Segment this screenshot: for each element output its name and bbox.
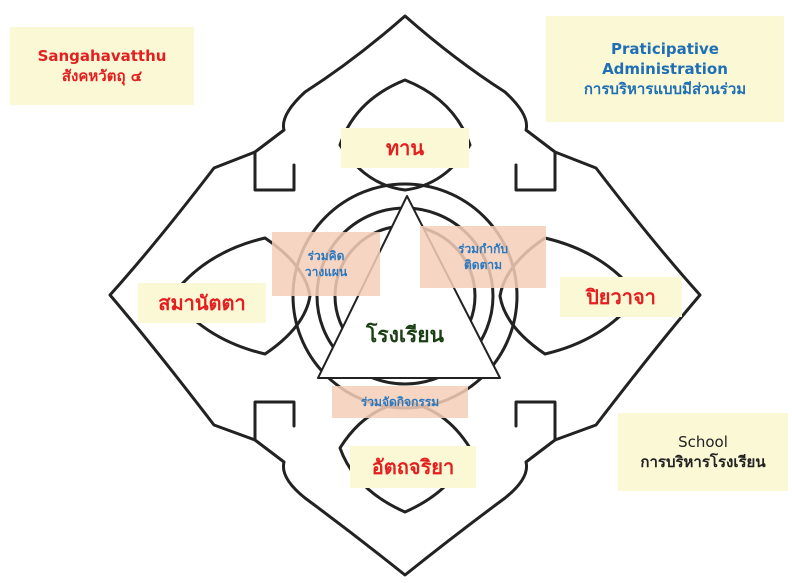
- chip-monitor-together: ร่วมกำกับ ติดตาม: [420, 226, 546, 288]
- sangahavatthu-thai: สังคหวัตถุ ๔: [61, 67, 143, 85]
- participative-line1: Praticipative: [611, 39, 719, 58]
- lotus-outer-outline: [108, 14, 702, 577]
- petal-top: [338, 78, 472, 192]
- sangahavatthu-box: Sangahavatthu สังคหวัตถุ ๔: [10, 27, 194, 105]
- petal-label-left: สมานัตตา: [138, 283, 266, 323]
- center-school-label: โรงเรียน: [366, 322, 444, 347]
- participative-line2: Administration: [602, 59, 728, 78]
- petal-left: [170, 236, 312, 356]
- school-box: School การบริหารโรงเรียน: [618, 413, 788, 491]
- sangahavatthu-english: Sangahavatthu: [37, 46, 167, 65]
- chip-organize-activities: ร่วมจัดกิจกรรม: [332, 386, 468, 418]
- chip-plan-together: ร่วมคิด วางแผน: [272, 232, 380, 296]
- school-thai: การบริหารโรงเรียน: [640, 453, 766, 471]
- petal-label-top: ทาน: [341, 128, 469, 168]
- petal-label-bottom: อัตถจริยา: [350, 446, 476, 488]
- participative-thai: การบริหารแบบมีส่วนร่วม: [583, 80, 747, 99]
- petal-label-right: ปิยวาจา: [560, 277, 682, 317]
- participative-box: Praticipative Administration การบริหารแบ…: [546, 16, 784, 122]
- petal-right: [498, 236, 640, 356]
- school-english: School: [678, 432, 728, 451]
